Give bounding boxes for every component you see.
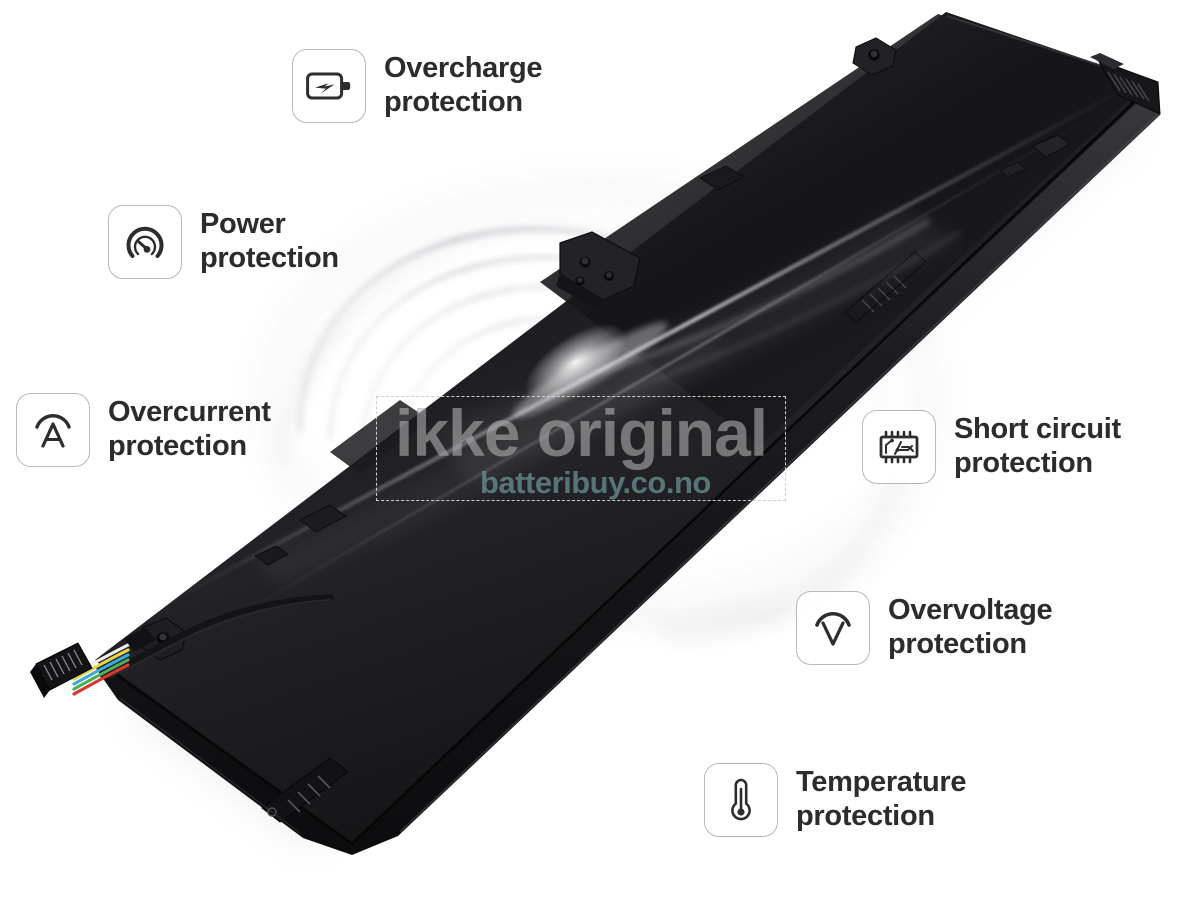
battery-tab-right bbox=[852, 37, 897, 76]
feature-icon-box-overcurrent bbox=[16, 393, 90, 467]
mounting-bracket bbox=[556, 231, 641, 312]
microchip-icon bbox=[875, 428, 923, 466]
feature-icon-box-temperature bbox=[704, 763, 778, 837]
ampere-arc-icon bbox=[31, 410, 75, 450]
feature-icon-box-shortcircuit bbox=[862, 410, 936, 484]
battery-edge-nub bbox=[999, 134, 1071, 178]
feature-overcharge: Overcharge protection bbox=[292, 49, 543, 123]
battery-body bbox=[95, 12, 1161, 855]
feature-label-power: Power protection bbox=[200, 208, 339, 274]
feature-label-temperature: Temperature protection bbox=[796, 766, 967, 832]
feature-overvoltage: Overvoltage protection bbox=[796, 591, 1053, 665]
battery-bolt-icon bbox=[306, 69, 352, 103]
battery-vent-left bbox=[261, 757, 349, 823]
feature-icon-box-power bbox=[108, 205, 182, 279]
feature-temperature: Temperature protection bbox=[704, 763, 967, 837]
feature-icon-box-overcharge bbox=[292, 49, 366, 123]
connector-plug bbox=[30, 642, 93, 698]
feature-label-shortcircuit: Short circuit protection bbox=[954, 413, 1121, 479]
gauge-icon bbox=[123, 220, 167, 264]
volt-arc-icon bbox=[811, 608, 855, 648]
feature-label-overcurrent: Overcurrent protection bbox=[108, 396, 271, 462]
thermometer-icon bbox=[726, 777, 756, 823]
feature-icon-box-overvoltage bbox=[796, 591, 870, 665]
battery-vent-mid bbox=[861, 275, 907, 313]
feature-overcurrent: Overcurrent protection bbox=[16, 393, 271, 467]
feature-label-overcharge: Overcharge protection bbox=[384, 52, 543, 118]
feature-power: Power protection bbox=[108, 205, 339, 279]
feature-shortcircuit: Short circuit protection bbox=[862, 410, 1121, 484]
feature-label-overvoltage: Overvoltage protection bbox=[888, 594, 1053, 660]
battery-connector-cable bbox=[30, 594, 334, 698]
battery-vent-right bbox=[1090, 53, 1161, 115]
